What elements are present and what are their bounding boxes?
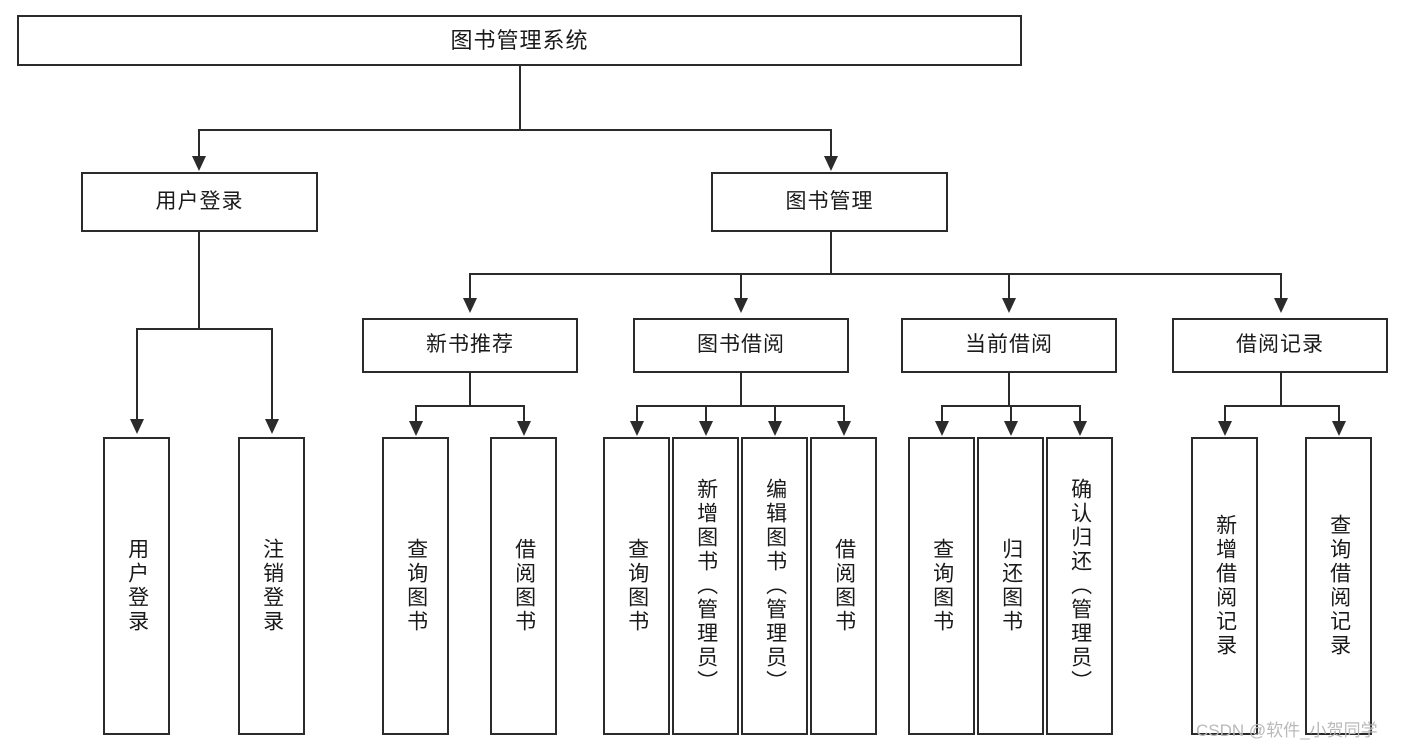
connector-to-current-borrow: [1008, 273, 1010, 300]
node-label: 新增图书（管理员）: [694, 478, 718, 694]
arrowhead-borrow-record-child-2: [1332, 421, 1346, 436]
node-label: 图书借阅: [697, 333, 785, 357]
node-label: 查询借阅记录: [1327, 514, 1351, 658]
arrowhead-current-borrow-child-3: [1073, 421, 1087, 436]
connector-new-book-stem: [469, 373, 471, 406]
leaf-confirm-return-admin[interactable]: 确认归还（管理员）: [1046, 437, 1113, 735]
arrowhead-current-borrow-child-2: [1004, 421, 1018, 436]
arrowhead-to-user-login: [192, 156, 206, 171]
connector-borrow-record-child-1: [1224, 405, 1226, 423]
node-new-book-recommend[interactable]: 新书推荐: [362, 318, 578, 373]
connector-level2-bus: [198, 129, 832, 131]
node-label: 当前借阅: [965, 333, 1053, 357]
connector-new-book-child-2: [523, 405, 525, 423]
arrowhead-current-borrow-child-1: [935, 421, 949, 436]
leaf-borrow-book[interactable]: 借阅图书: [810, 437, 877, 735]
connector-current-borrow-child-2: [1010, 405, 1012, 423]
connector-book-borrow-bus: [636, 405, 844, 407]
connector-current-borrow-child-3: [1079, 405, 1081, 423]
arrowhead-to-current-borrow: [1002, 298, 1016, 313]
node-label: 注销登录: [260, 538, 284, 634]
arrowhead-book-borrow-child-3: [768, 421, 782, 436]
node-label: 查询图书: [404, 538, 428, 634]
connector-book-borrow-child-1: [636, 405, 638, 423]
leaf-user-login[interactable]: 用户登录: [103, 437, 170, 735]
leaf-edit-book-admin[interactable]: 编辑图书（管理员）: [741, 437, 808, 735]
arrowhead-to-leaf-user-login: [130, 419, 144, 434]
connector-to-leaf-user-login: [136, 328, 138, 421]
connector-to-new-book: [469, 273, 471, 300]
node-borrow-record[interactable]: 借阅记录: [1172, 318, 1388, 373]
node-label: 新书推荐: [426, 333, 514, 357]
connector-to-borrow-record: [1280, 273, 1282, 300]
node-label: 查询图书: [625, 538, 649, 634]
node-root-system[interactable]: 图书管理系统: [17, 15, 1022, 66]
leaf-add-book-admin[interactable]: 新增图书（管理员）: [672, 437, 739, 735]
connector-book-borrow-child-4: [843, 405, 845, 423]
node-label: 新增借阅记录: [1213, 514, 1237, 658]
connector-book-manage-stem: [830, 232, 832, 274]
node-label: 借阅图书: [512, 538, 536, 634]
node-current-borrow[interactable]: 当前借阅: [901, 318, 1117, 373]
leaf-query-book-borrow[interactable]: 查询图书: [603, 437, 670, 735]
connector-to-book-manage: [830, 129, 832, 158]
arrowhead-to-new-book: [463, 298, 477, 313]
node-book-borrow[interactable]: 图书借阅: [633, 318, 849, 373]
node-label: 用户登录: [125, 538, 149, 634]
arrowhead-book-borrow-child-1: [630, 421, 644, 436]
connector-level3-bus: [469, 273, 1281, 275]
connector-to-book-borrow: [740, 273, 742, 300]
leaf-borrow-book-recommend[interactable]: 借阅图书: [490, 437, 557, 735]
arrowhead-borrow-record-child-1: [1218, 421, 1232, 436]
connector-book-borrow-stem: [740, 373, 742, 406]
arrowhead-to-borrow-record: [1274, 298, 1288, 313]
node-label: 图书管理: [785, 189, 874, 213]
arrowhead-new-book-child-1: [409, 421, 423, 436]
node-label: 归还图书: [999, 538, 1023, 634]
connector-book-borrow-child-3: [774, 405, 776, 423]
connector-borrow-record-child-2: [1338, 405, 1340, 423]
connector-to-user-login: [198, 129, 200, 158]
leaf-query-book-recommend[interactable]: 查询图书: [382, 437, 449, 735]
connector-user-login-stem: [198, 232, 200, 329]
connector-borrow-record-stem: [1280, 373, 1282, 406]
node-book-management[interactable]: 图书管理: [711, 172, 948, 232]
connector-current-borrow-child-1: [941, 405, 943, 423]
arrowhead-new-book-child-2: [517, 421, 531, 436]
node-label: 确认归还（管理员）: [1068, 478, 1092, 694]
connector-root-stem: [519, 66, 521, 130]
arrowhead-to-book-manage: [824, 156, 838, 171]
leaf-query-borrow-record[interactable]: 查询借阅记录: [1305, 437, 1372, 735]
connector-new-book-bus: [415, 405, 524, 407]
connector-new-book-child-1: [415, 405, 417, 423]
connector-book-borrow-child-2: [705, 405, 707, 423]
node-label: 图书管理系统: [450, 27, 589, 53]
connector-to-leaf-logout: [271, 328, 273, 421]
connector-borrow-record-bus: [1224, 405, 1339, 407]
arrowhead-to-book-borrow: [734, 298, 748, 313]
leaf-query-book-current[interactable]: 查询图书: [908, 437, 975, 735]
arrowhead-book-borrow-child-2: [699, 421, 713, 436]
leaf-logout[interactable]: 注销登录: [238, 437, 305, 735]
node-label: 用户登录: [155, 189, 244, 213]
leaf-add-borrow-record[interactable]: 新增借阅记录: [1191, 437, 1258, 735]
node-label: 查询图书: [930, 538, 954, 634]
node-label: 编辑图书（管理员）: [763, 478, 787, 694]
connector-current-borrow-stem: [1008, 373, 1010, 406]
leaf-return-book[interactable]: 归还图书: [977, 437, 1044, 735]
node-label: 借阅图书: [832, 538, 856, 634]
arrowhead-book-borrow-child-4: [837, 421, 851, 436]
arrowhead-to-leaf-logout: [265, 419, 279, 434]
node-user-login[interactable]: 用户登录: [81, 172, 318, 232]
node-label: 借阅记录: [1236, 333, 1324, 357]
connector-user-login-bus: [136, 328, 272, 330]
